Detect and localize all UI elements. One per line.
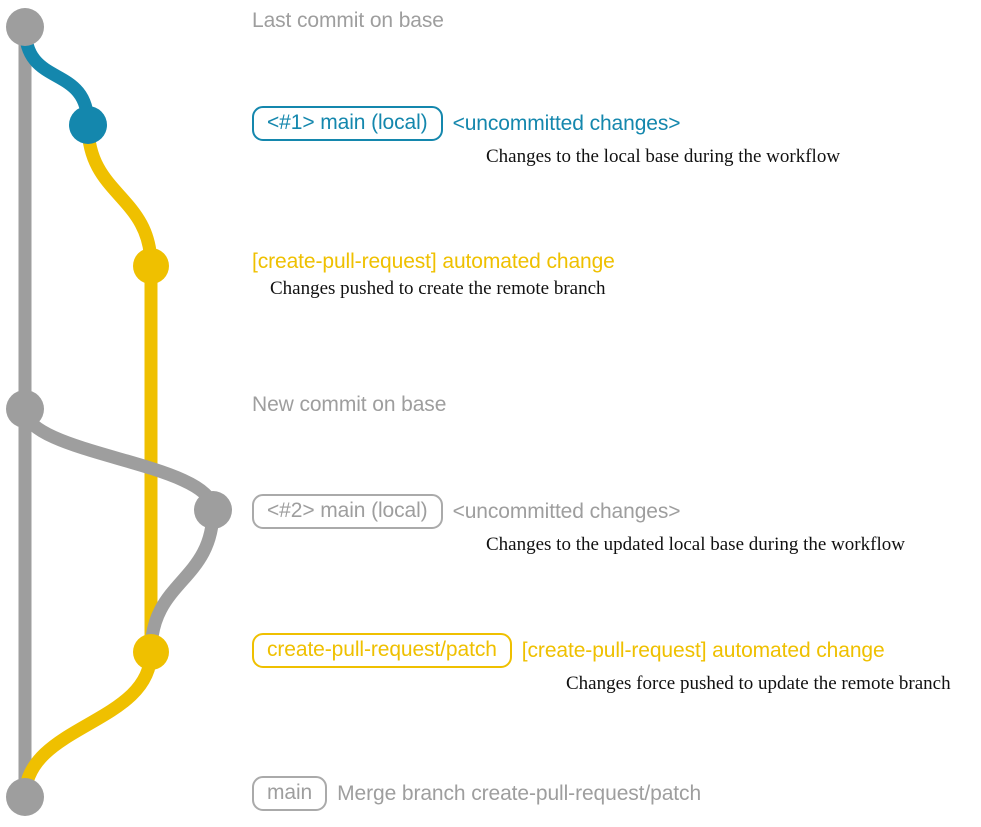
commit-row-local-1: <#1> main (local) <uncommitted changes> … [252, 106, 981, 168]
commit-node-automated-change-1[interactable] [133, 248, 169, 284]
commit-title: New commit on base [252, 393, 447, 416]
commit-title: Merge branch create-pull-request/patch [337, 781, 702, 805]
commit-subtitle: Changes to the local base during the wor… [486, 146, 841, 168]
branch-badge-main[interactable]: main [252, 776, 328, 812]
commit-title: [create-pull-request] automated change [252, 250, 615, 273]
commit-node-local-2[interactable] [194, 491, 232, 529]
edge-local2-to-patch2 [144, 503, 220, 659]
commit-subtitle: Changes to the updated local base during… [486, 534, 905, 556]
commit-headline: [create-pull-request] automated change [252, 250, 981, 273]
commit-title: [create-pull-request] automated change [521, 638, 885, 662]
branch-badge-main-local-1[interactable]: <#1> main (local) [252, 106, 443, 142]
commit-subtitle: Changes force pushed to update the remot… [566, 673, 951, 695]
commit-headline: <#2> main (local) <uncommitted changes> [252, 494, 981, 530]
commit-row-automated-change-2: create-pull-request/patch [create-pull-r… [252, 633, 981, 695]
edge-local1-to-patch1 [81, 118, 158, 273]
commit-row-last-commit-on-base: Last commit on base [252, 9, 981, 32]
commit-node-new-commit-on-base[interactable] [6, 390, 44, 428]
commit-headline: create-pull-request/patch [create-pull-r… [252, 633, 981, 669]
commit-headline: <#1> main (local) <uncommitted changes> [252, 106, 981, 142]
commit-title: <uncommitted changes> [452, 111, 681, 135]
commit-subtitle: Changes pushed to create the remote bran… [270, 278, 606, 300]
commit-headline: main Merge branch create-pull-request/pa… [252, 776, 981, 812]
edge-patch2-to-merge [18, 645, 158, 804]
branch-badge-main-local-2[interactable]: <#2> main (local) [252, 494, 443, 530]
commit-row-local-2: <#2> main (local) <uncommitted changes> … [252, 494, 981, 556]
commit-node-local-1[interactable] [69, 106, 107, 144]
commit-graph [6, 8, 232, 816]
commit-title: <uncommitted changes> [452, 499, 681, 523]
commit-title: Last commit on base [252, 9, 444, 32]
commit-row-merge: main Merge branch create-pull-request/pa… [252, 776, 981, 812]
commit-headline: Last commit on base [252, 9, 981, 32]
commit-node-merge[interactable] [6, 778, 44, 816]
commit-headline: New commit on base [252, 393, 981, 416]
commit-node-last-commit-on-base[interactable] [6, 8, 44, 46]
commit-node-automated-change-2[interactable] [133, 634, 169, 670]
commit-row-new-commit-on-base: New commit on base [252, 393, 981, 416]
branch-badge-create-pull-request-patch[interactable]: create-pull-request/patch [252, 633, 512, 669]
commit-row-automated-change-1: [create-pull-request] automated change C… [252, 250, 981, 300]
